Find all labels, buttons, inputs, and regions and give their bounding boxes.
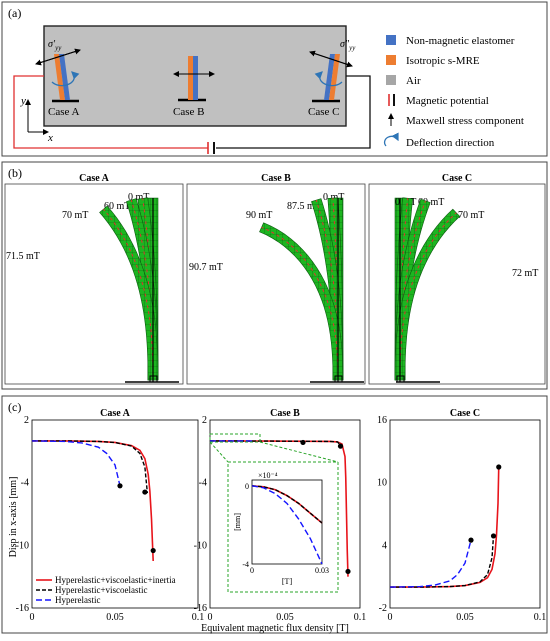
- data-point: [345, 569, 350, 574]
- inset-exponent: ×10⁻⁴: [258, 471, 278, 480]
- inset-ylabel: [mm]: [233, 513, 242, 531]
- legend-swatch-elastomer: [386, 35, 396, 45]
- x-axis-label: Equivalent magnetic flux density [T]: [201, 623, 349, 634]
- data-point: [117, 483, 122, 488]
- x-tick-label: 0.05: [106, 612, 124, 623]
- plot-area: [252, 480, 322, 564]
- y-tick-label: -16: [16, 603, 29, 614]
- y-tick-label: -4: [199, 478, 207, 489]
- x-tick-label: 0.05: [276, 612, 294, 623]
- axis-x-label: x: [47, 132, 53, 144]
- field-label: 70 mT: [62, 210, 88, 221]
- field-label: 71.5 mT: [6, 251, 40, 262]
- data-point: [468, 538, 473, 543]
- subpanel-title: Case C: [442, 173, 472, 184]
- x-tick-label: 0.03: [315, 566, 329, 575]
- legend-label-deflection: Deflection direction: [406, 137, 495, 149]
- y-tick-label: -2: [379, 603, 387, 614]
- field-label: 90 mT: [246, 210, 272, 221]
- legend-label: Hyperelastic+viscoelastic: [55, 585, 148, 595]
- plot-area: [390, 420, 540, 608]
- y-tick-label: -10: [194, 540, 207, 551]
- data-point: [151, 548, 156, 553]
- case-a-label: Case A: [48, 106, 80, 118]
- legend-label-elastomer: Non-magnetic elastomer: [406, 35, 515, 47]
- y-tick-label: -16: [194, 603, 207, 614]
- legend-swatch-air: [386, 75, 396, 85]
- y-tick-label: 2: [24, 415, 29, 426]
- case-c-label: Case C: [308, 106, 339, 118]
- y-tick-label: -4: [21, 478, 29, 489]
- y-tick-label: 10: [377, 478, 387, 489]
- x-tick-label: 0: [388, 612, 393, 623]
- y-tick-label: 2: [202, 415, 207, 426]
- y-axis-label: Disp in x-axis [mm]: [8, 477, 19, 558]
- y-tick-label: 4: [382, 540, 387, 551]
- y-tick-label: 0: [245, 482, 249, 491]
- x-tick-label: 0.05: [456, 612, 474, 623]
- legend-label-smre: Isotropic s-MRE: [406, 55, 480, 67]
- chart-title: Case C: [450, 408, 480, 419]
- legend-swatch-smre: [386, 55, 396, 65]
- legend-label: Hyperelastic+viscoelastic+inertia: [55, 575, 176, 585]
- inset-xlabel: [T]: [282, 577, 293, 586]
- y-tick-label: -4: [242, 560, 249, 569]
- axis-y-label: y: [20, 95, 26, 107]
- field-label: 70 mT: [458, 210, 484, 221]
- chart-title: Case A: [100, 408, 131, 419]
- x-tick-label: 0.1: [354, 612, 367, 623]
- panel-b-label: (b): [8, 166, 22, 180]
- chart-title: Case B: [270, 408, 300, 419]
- y-tick-label: 16: [377, 415, 387, 426]
- x-tick-label: 0.1: [534, 612, 547, 623]
- subpanel-title: Case B: [261, 173, 291, 184]
- legend-label: Hyperelastic: [55, 595, 100, 605]
- x-tick-label: 0: [30, 612, 35, 623]
- field-label: 90.7 mT: [189, 262, 223, 273]
- panel-c-label: (c): [8, 400, 21, 414]
- legend-label-air: Air: [406, 75, 421, 87]
- legend-label-maxwell: Maxwell stress component: [406, 115, 524, 127]
- data-point: [496, 464, 501, 469]
- legend-label-magnetic: Magnetic potential: [406, 95, 489, 107]
- x-tick-label: 0: [250, 566, 254, 575]
- subpanel-title: Case A: [79, 173, 110, 184]
- case-b-label: Case B: [173, 106, 204, 118]
- field-label: 72 mT: [512, 268, 538, 279]
- x-tick-label: 0: [208, 612, 213, 623]
- data-point: [338, 444, 343, 449]
- panel-a-label: (a): [8, 6, 21, 20]
- data-point: [300, 440, 305, 445]
- data-point: [142, 489, 147, 494]
- data-point: [491, 533, 496, 538]
